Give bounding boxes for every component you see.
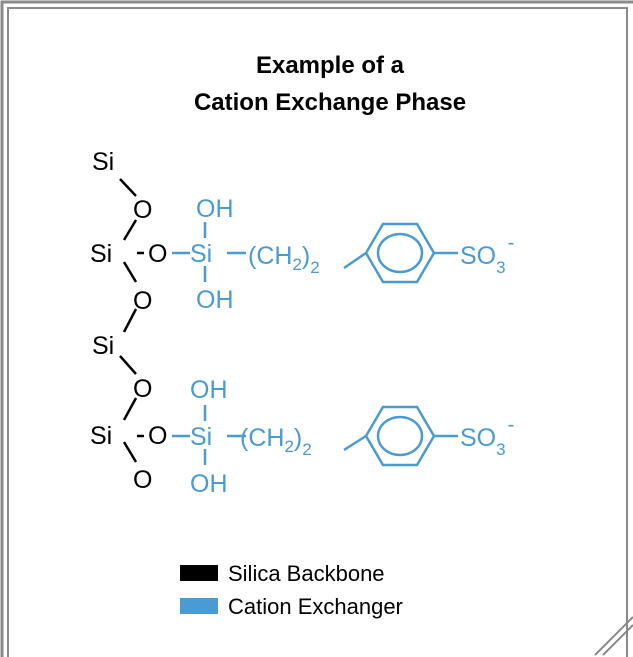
atom-si-exchanger-1: Si: [190, 240, 212, 268]
atom-oh-top-1: OH: [196, 195, 234, 223]
atom-o-2: O: [133, 287, 152, 315]
legend-swatch-exchanger: [180, 598, 218, 614]
bond-si1-o1: [119, 178, 137, 197]
bond-o3-si4: [122, 397, 138, 421]
atom-si-exchanger-2: Si: [190, 423, 212, 451]
atom-oh-bottom-2: OH: [190, 470, 228, 498]
bond-si3-o3: [119, 355, 137, 375]
bond-ch2-ring-2: [343, 434, 367, 452]
bond-si2-o2: [122, 261, 138, 283]
atom-o-3: O: [133, 375, 152, 403]
ethylene-chain-2: (CH2)2: [240, 424, 312, 459]
bond-o2-si3: [122, 308, 138, 333]
benzene-ring-circle-2: [376, 415, 424, 457]
bond-o1-si2: [122, 219, 138, 241]
legend-swatch-backbone: [180, 565, 218, 581]
benzene-ring-1: [364, 222, 436, 284]
ethylene-chain-1: (CH2)2: [248, 242, 320, 277]
legend-label-backbone: Silica Backbone: [228, 561, 385, 586]
legend-label-exchanger: Cation Exchanger: [228, 594, 403, 619]
title-line-2: Cation Exchange Phase: [194, 89, 466, 116]
atom-o-5: O: [148, 240, 167, 268]
atom-oh-bottom-1: OH: [196, 286, 234, 314]
atom-si-1: Si: [92, 148, 114, 176]
atom-o-1: O: [133, 196, 152, 224]
atom-oh-top-2: OH: [190, 376, 228, 404]
exchanger-group-2: OH Si OH (CH2)2 SO3-: [172, 376, 514, 498]
silica-backbone: Si O Si O Si O Si O O O: [90, 148, 167, 494]
exchanger-group-1: OH Si OH (CH2)2 SO3-: [172, 195, 514, 314]
sulfonate-group-2: SO3-: [460, 414, 514, 459]
atom-si-2: Si: [90, 240, 112, 268]
bond-ch2-ring-1: [343, 251, 367, 270]
atom-o-6: O: [148, 422, 167, 450]
benzene-ring-2: [364, 405, 436, 467]
title-line-1: Example of a: [256, 52, 405, 79]
benzene-ring-circle-1: [376, 232, 424, 274]
atom-si-3: Si: [92, 332, 114, 360]
atom-o-4: O: [133, 466, 152, 494]
sulfonate-group-1: SO3-: [460, 232, 514, 277]
bond-si4-o4: [122, 441, 138, 463]
legend: Silica Backbone Cation Exchanger: [180, 561, 403, 619]
atom-si-4: Si: [90, 422, 112, 450]
